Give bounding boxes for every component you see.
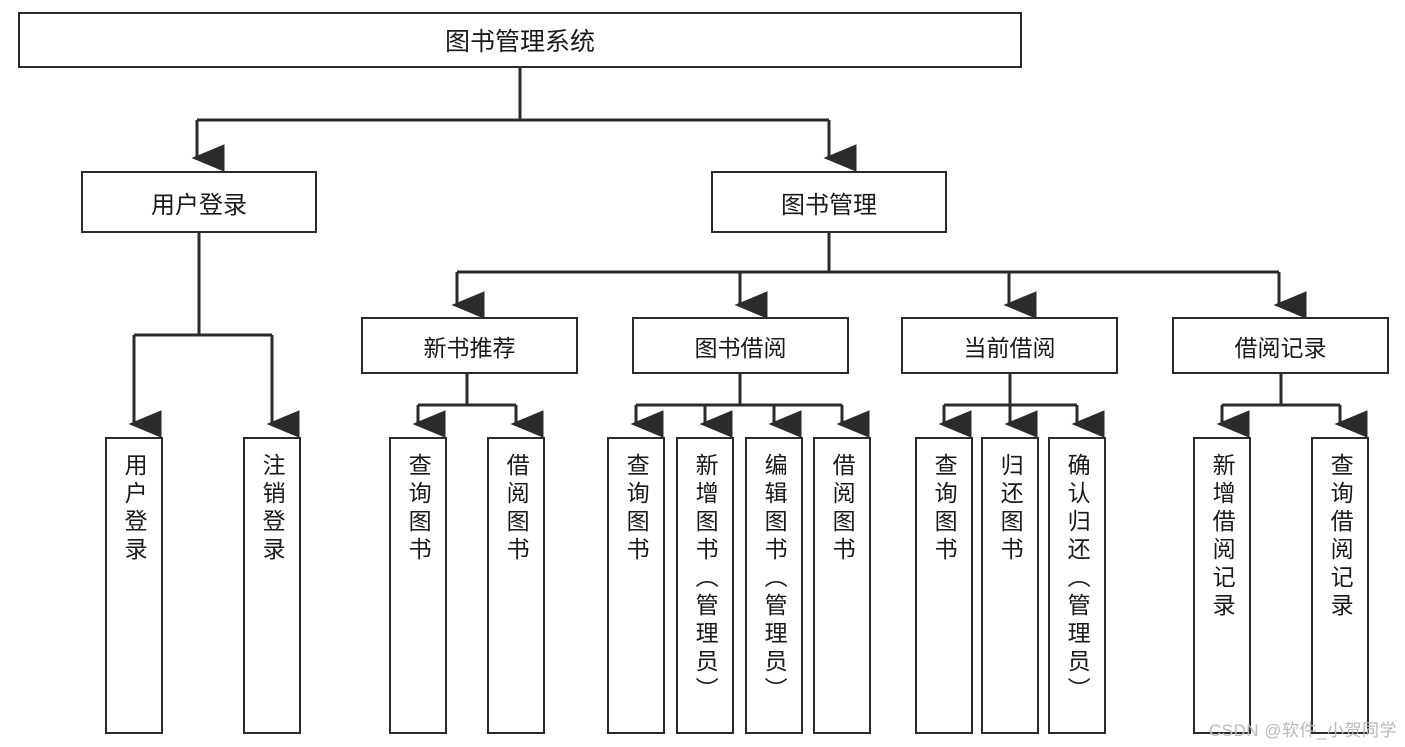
- leaf-book-borrow-4-label: 借阅图书: [829, 453, 856, 565]
- leaf-book-borrow-3-label: 编辑图书（管理员）: [761, 453, 788, 705]
- node-book-borrow-label: 图书借阅: [694, 334, 787, 361]
- leaf-new-book-2[interactable]: 借阅图书: [487, 437, 545, 734]
- leaf-current-borrow-2-label: 归还图书: [997, 453, 1024, 565]
- leaf-new-book-2-label: 借阅图书: [503, 453, 530, 565]
- leaf-book-borrow-1-label: 查询图书: [623, 453, 650, 565]
- leaf-current-borrow-1[interactable]: 查询图书: [915, 437, 973, 734]
- node-user-login-label: 用户登录: [151, 191, 247, 219]
- leaf-borrow-record-2[interactable]: 查询借阅记录: [1311, 437, 1369, 734]
- leaf-current-borrow-2[interactable]: 归还图书: [981, 437, 1039, 734]
- node-book-borrow[interactable]: 图书借阅: [632, 317, 849, 374]
- leaf-current-borrow-3[interactable]: 确认归还（管理员）: [1048, 437, 1106, 734]
- leaf-borrow-record-1[interactable]: 新增借阅记录: [1193, 437, 1251, 734]
- csdn-watermark: CSDN @软件_小贺同学: [1208, 721, 1397, 740]
- node-borrow-record-label: 借阅记录: [1234, 334, 1327, 361]
- node-new-book[interactable]: 新书推荐: [361, 317, 578, 374]
- node-book-manage[interactable]: 图书管理: [711, 171, 947, 233]
- leaf-book-borrow-1[interactable]: 查询图书: [607, 437, 665, 734]
- leaf-current-borrow-1-label: 查询图书: [931, 453, 958, 565]
- node-book-manage-label: 图书管理: [781, 191, 877, 219]
- node-user-login[interactable]: 用户登录: [81, 171, 317, 233]
- leaf-current-borrow-3-label: 确认归还（管理员）: [1064, 453, 1091, 705]
- leaf-borrow-record-2-label: 查询借阅记录: [1327, 453, 1354, 621]
- node-current-borrow-label: 当前借阅: [963, 334, 1056, 361]
- leaf-book-borrow-3[interactable]: 编辑图书（管理员）: [745, 437, 803, 734]
- leaf-user-login-2[interactable]: 注销登录: [243, 437, 301, 734]
- leaf-book-borrow-2[interactable]: 新增图书（管理员）: [676, 437, 734, 734]
- leaf-user-login-2-label: 注销登录: [259, 453, 286, 565]
- node-current-borrow[interactable]: 当前借阅: [901, 317, 1118, 374]
- node-borrow-record[interactable]: 借阅记录: [1172, 317, 1389, 374]
- leaf-book-borrow-4[interactable]: 借阅图书: [813, 437, 871, 734]
- leaf-new-book-1[interactable]: 查询图书: [389, 437, 447, 734]
- leaf-book-borrow-2-label: 新增图书（管理员）: [692, 453, 719, 705]
- leaf-user-login-1[interactable]: 用户登录: [105, 437, 163, 734]
- leaf-borrow-record-1-label: 新增借阅记录: [1209, 453, 1236, 621]
- node-root[interactable]: 图书管理系统: [18, 12, 1022, 68]
- leaf-user-login-1-label: 用户登录: [121, 453, 148, 565]
- node-root-label: 图书管理系统: [444, 28, 595, 56]
- node-new-book-label: 新书推荐: [423, 334, 516, 361]
- leaf-new-book-1-label: 查询图书: [405, 453, 432, 565]
